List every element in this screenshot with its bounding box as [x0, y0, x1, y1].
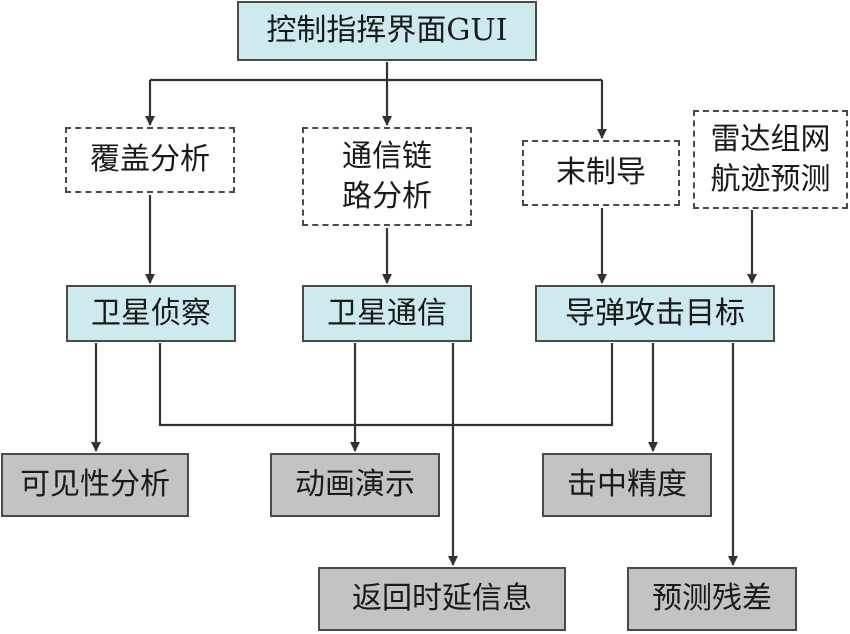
edge-animation-merge-line: [158, 343, 614, 427]
node-radar-track-prediction: 雷达组网 航迹预测: [693, 110, 848, 209]
node-missile-attack-label: 导弹攻击目标: [565, 295, 745, 331]
node-radar-track-prediction-label: 雷达组网 航迹预测: [710, 121, 831, 197]
node-satellite-recon-label: 卫星侦察: [91, 295, 211, 331]
node-satellite-recon: 卫星侦察: [66, 285, 236, 342]
node-satellite-comm-label: 卫星通信: [327, 295, 447, 331]
node-animation-demo-label: 动画演示: [295, 467, 415, 502]
node-prediction-residual: 预测残差: [627, 567, 797, 631]
node-control-gui: 控制指挥界面GUI: [237, 1, 537, 61]
node-return-delay-info-label: 返回时延信息: [352, 581, 532, 616]
edge-root-to-branches: [150, 62, 602, 82]
node-control-gui-label: 控制指挥界面GUI: [266, 13, 508, 48]
node-prediction-residual-label: 预测残差: [652, 581, 772, 616]
node-coverage-analysis: 覆盖分析: [65, 127, 235, 193]
node-missile-attack: 导弹攻击目标: [535, 285, 775, 342]
node-coverage-analysis-label: 覆盖分析: [90, 142, 210, 177]
node-animation-demo: 动画演示: [270, 453, 440, 517]
node-return-delay-info: 返回时延信息: [318, 567, 566, 631]
node-comm-link-analysis: 通信链 路分析: [302, 127, 472, 226]
node-terminal-guidance-label: 末制导: [556, 155, 646, 190]
node-terminal-guidance: 末制导: [522, 140, 680, 206]
node-hit-accuracy-label: 击中精度: [567, 467, 687, 502]
node-satellite-comm: 卫星通信: [302, 285, 472, 342]
node-visibility-analysis-label: 可见性分析: [20, 467, 170, 502]
node-comm-link-analysis-label: 通信链 路分析: [342, 138, 432, 214]
node-visibility-analysis: 可见性分析: [1, 453, 189, 517]
node-hit-accuracy: 击中精度: [542, 453, 712, 517]
